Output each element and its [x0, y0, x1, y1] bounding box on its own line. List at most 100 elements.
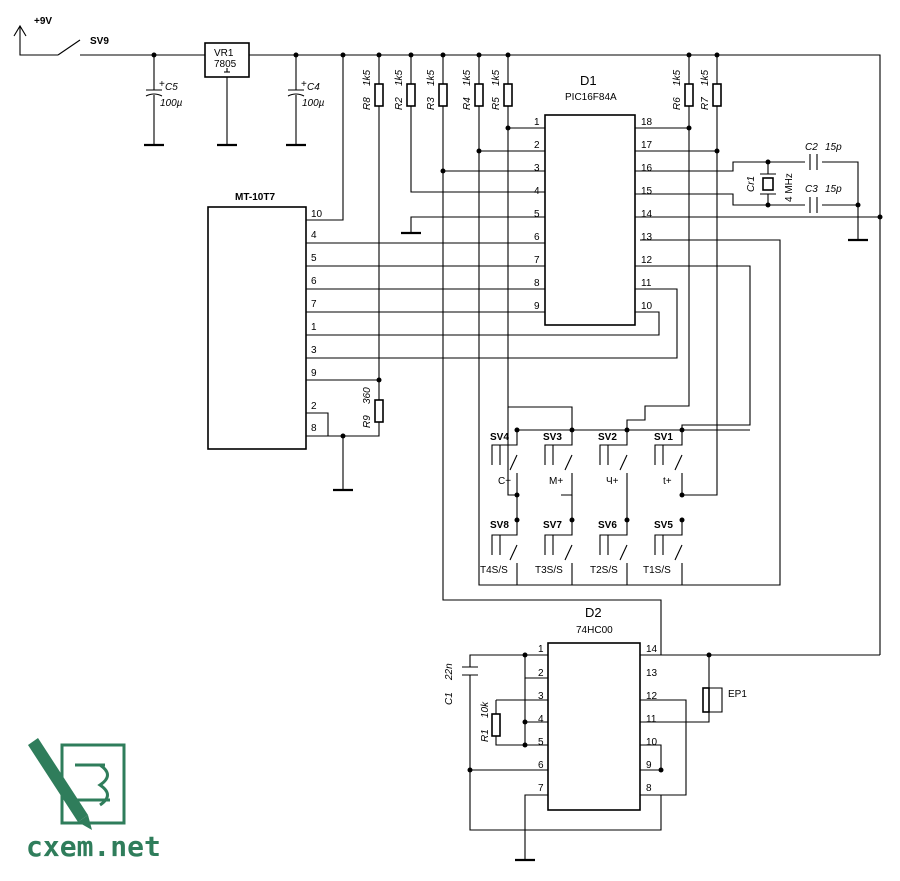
svg-text:9: 9 — [534, 301, 540, 312]
supply-wire — [19, 26, 58, 56]
r2-value: 1k5 — [394, 69, 405, 86]
switch-sv9-label: SV9 — [90, 36, 109, 47]
svg-text:16: 16 — [641, 163, 653, 174]
r5-ref: R5 — [491, 97, 502, 110]
mcu-d1: D1 PIC16F84A 1 2 3 4 5 6 7 8 9 18 17 16 … — [401, 73, 883, 326]
resistor-r3 — [438, 83, 448, 107]
svg-text:SV5: SV5 — [654, 520, 673, 531]
c1-ref: C1 — [444, 692, 455, 705]
button-matrix: SV4 C+ SV3 M+ SV2 Ч+ SV1 t+ SV8 — [480, 407, 750, 585]
svg-text:6: 6 — [538, 760, 544, 771]
svg-text:3: 3 — [538, 691, 544, 702]
svg-text:9: 9 — [311, 368, 317, 379]
svg-text:2: 2 — [311, 401, 317, 412]
svg-text:1: 1 — [538, 644, 544, 655]
r8-value: 1k5 — [362, 69, 373, 86]
svg-text:2: 2 — [534, 140, 540, 151]
svg-text:8: 8 — [534, 278, 540, 289]
svg-text:SV7: SV7 — [543, 520, 562, 531]
svg-text:8: 8 — [646, 783, 652, 794]
circuit-pen-logo-icon — [28, 738, 126, 830]
r4-ref: R4 — [462, 97, 473, 110]
r1-value: 10k — [480, 701, 491, 718]
cr1-ref: Cr1 — [746, 176, 757, 192]
svg-text:7: 7 — [534, 255, 540, 266]
c2-ref: C2 — [805, 142, 818, 153]
svg-text:+: + — [301, 79, 307, 90]
svg-text:7: 7 — [311, 299, 317, 310]
button-sv8[interactable]: SV8 T4S/S — [480, 520, 518, 585]
button-sv5[interactable]: SV5 T1S/S — [643, 520, 683, 585]
r3-ref: R3 — [426, 97, 437, 110]
svg-text:SV1: SV1 — [654, 432, 673, 443]
svg-text:7: 7 — [538, 783, 544, 794]
svg-text:Ч+: Ч+ — [606, 476, 619, 487]
resistor-r6 — [684, 83, 694, 107]
r9-value: 360 — [362, 387, 373, 404]
c5-value: 100µ — [160, 98, 183, 109]
supply-label: +9V — [34, 16, 52, 27]
supply-arrow-icon — [13, 24, 27, 37]
svg-text:+: + — [159, 79, 165, 90]
svg-text:SV6: SV6 — [598, 520, 617, 531]
d2-body — [547, 642, 641, 811]
capacitor-c2 — [809, 154, 818, 170]
svg-text:12: 12 — [646, 691, 658, 702]
crystal-cr1 — [762, 177, 774, 191]
c4-value: 100µ — [302, 98, 325, 109]
vr1-ref: VR1 — [214, 48, 234, 59]
rail-wire-2 — [249, 54, 881, 655]
svg-text:4: 4 — [538, 714, 544, 725]
resistor-r8 — [374, 83, 384, 107]
capacitor-c1 — [462, 666, 478, 676]
vr1-part: 7805 — [214, 59, 237, 70]
button-sv4[interactable]: SV4 C+ — [490, 407, 518, 496]
ep1-ref: EP1 — [728, 689, 747, 700]
c5-ref: C5 — [165, 82, 178, 93]
capacitor-c3 — [809, 197, 818, 213]
svg-text:10: 10 — [646, 737, 658, 748]
button-sv1[interactable]: SV1 t+ — [654, 430, 683, 495]
c4-ref: C4 — [307, 82, 320, 93]
d1-part: PIC16F84A — [565, 92, 617, 103]
resistor-r4 — [474, 83, 484, 107]
svg-text:13: 13 — [641, 232, 653, 243]
button-sv3[interactable]: SV3 M+ — [543, 430, 573, 496]
svg-text:11: 11 — [641, 278, 652, 289]
c3-ref: C3 — [805, 184, 818, 195]
svg-text:3: 3 — [311, 345, 317, 356]
logo-text: cxem.net — [26, 830, 161, 863]
r6-value: 1k5 — [672, 69, 683, 86]
r4-value: 1k5 — [462, 69, 473, 86]
button-sv6[interactable]: SV6 T2S/S — [590, 520, 628, 585]
speaker-ep1 — [702, 687, 710, 713]
svg-text:4: 4 — [311, 230, 317, 241]
svg-text:9: 9 — [646, 760, 652, 771]
svg-text:18: 18 — [641, 117, 653, 128]
r1-ref: R1 — [480, 729, 491, 742]
svg-text:8: 8 — [311, 423, 317, 434]
button-sv2[interactable]: SV2 Ч+ — [598, 430, 628, 495]
r3-value: 1k5 — [426, 69, 437, 86]
svg-text:t+: t+ — [663, 476, 672, 487]
power-section: +9V SV9 + C5 100µ VR1 7805 + C4 100µ — [13, 16, 881, 655]
button-sv7[interactable]: SV7 T3S/S — [535, 520, 573, 585]
svg-text:10: 10 — [641, 301, 653, 312]
r9-ref: R9 — [362, 415, 373, 428]
d2-ref: D2 — [585, 605, 602, 620]
d1-ref: D1 — [580, 73, 597, 88]
svg-text:14: 14 — [646, 644, 658, 655]
svg-text:T1S/S: T1S/S — [643, 565, 671, 576]
svg-text:17: 17 — [641, 140, 653, 151]
svg-text:1: 1 — [534, 117, 540, 128]
logo: cxem.net — [26, 738, 161, 863]
svg-text:11: 11 — [646, 714, 657, 725]
svg-text:SV4: SV4 — [490, 432, 509, 443]
svg-text:SV8: SV8 — [490, 520, 509, 531]
d2-part: 74HC00 — [576, 625, 613, 636]
svg-text:M+: M+ — [549, 476, 563, 487]
r6-ref: R6 — [672, 97, 683, 110]
svg-text:15: 15 — [641, 186, 653, 197]
d1-body — [544, 114, 636, 326]
resistor-r2 — [406, 83, 416, 107]
